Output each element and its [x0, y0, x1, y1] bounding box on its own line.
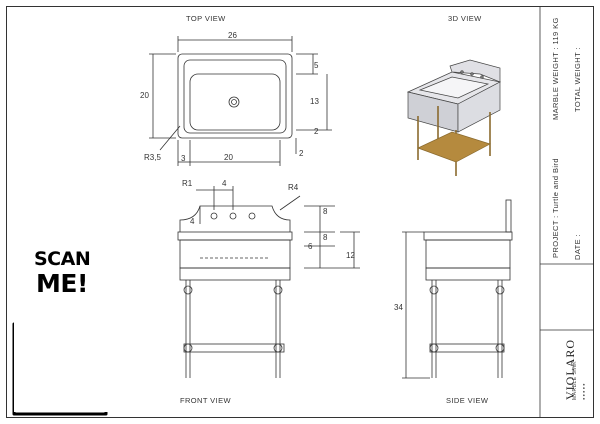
- contact-icons: ● ● ● ● ●: [581, 383, 586, 400]
- dim-top-r35: R3,5: [144, 153, 161, 162]
- date-label: DATE :: [573, 233, 582, 260]
- dim-front-h8b: 8: [323, 233, 328, 242]
- dim-top-2b: 2: [299, 149, 304, 158]
- three-d-view-title: 3D VIEW: [448, 14, 482, 23]
- dim-side-h34: 34: [394, 303, 403, 312]
- three-d-view-drawing: [406, 59, 502, 176]
- dim-front-h12: 12: [346, 251, 355, 260]
- dim-top-2a: 2: [314, 127, 319, 136]
- dim-front-r4: R4: [288, 183, 299, 192]
- scan-me-panel: SCAN ME!: [14, 244, 108, 412]
- dim-top-width: 26: [228, 31, 237, 40]
- dim-front-w4: 4: [222, 179, 227, 188]
- side-view-title: SIDE VIEW: [446, 396, 489, 405]
- dim-top-w20: 20: [224, 153, 233, 162]
- me-text: ME!: [36, 269, 88, 298]
- total-weight: TOTAL WEIGHT :: [573, 47, 582, 112]
- scan-text: SCAN: [34, 248, 91, 270]
- top-view-title: TOP VIEW: [186, 14, 226, 23]
- dim-front-r1: R1: [182, 179, 193, 188]
- dim-top-13: 13: [310, 97, 319, 106]
- dim-top-5: 5: [314, 61, 319, 70]
- dim-front-h6: 6: [308, 242, 313, 251]
- brand-subtitle: MARBLE SINK: [572, 360, 578, 400]
- drawing-frame: [6, 6, 594, 418]
- front-view-title: FRONT VIEW: [180, 396, 231, 405]
- dim-front-h4: 4: [190, 217, 195, 226]
- front-view-drawing: [177, 186, 360, 378]
- project-name: PROJECT : Turtle and Bird: [551, 158, 560, 258]
- side-view-drawing: [402, 199, 513, 379]
- marble-weight: MARBLE WEIGHT : 119 KG: [551, 17, 560, 120]
- top-view-drawing: [149, 36, 332, 166]
- dim-top-depth: 20: [140, 91, 149, 100]
- dim-top-3: 3: [181, 154, 186, 163]
- dim-front-h8a: 8: [323, 207, 328, 216]
